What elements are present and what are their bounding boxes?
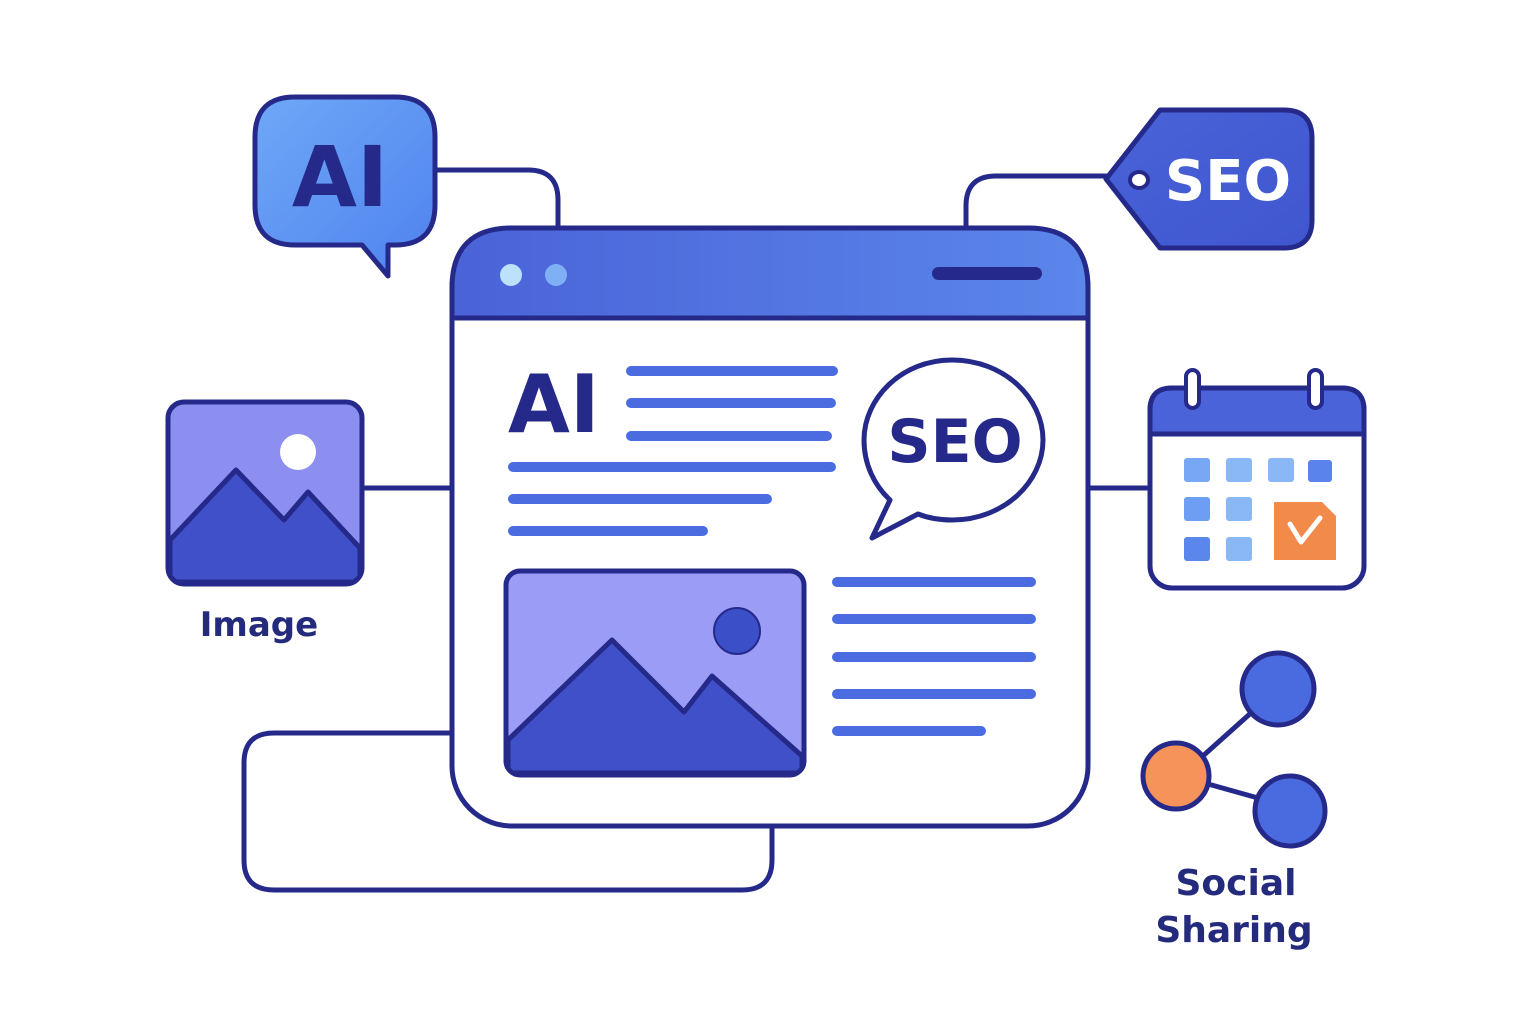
connector-seo-to-window — [963, 173, 1111, 231]
text-line — [626, 398, 836, 408]
mountain-shape — [170, 467, 360, 582]
window-heading: AI — [508, 358, 600, 451]
seo-speech-bubble: SEO — [861, 357, 1046, 541]
connector-ai-to-window — [429, 167, 561, 231]
main-image-frame — [503, 568, 807, 778]
calendar-icon — [1147, 368, 1367, 591]
connector-lines — [241, 167, 1153, 893]
seo-speech-bubble-shape — [861, 357, 1046, 541]
calendar-day — [1268, 458, 1294, 482]
address-bar[interactable] — [932, 267, 1042, 280]
seo-tag-text: SEO — [1165, 149, 1291, 214]
share-node — [1239, 650, 1317, 728]
calendar-day — [1226, 458, 1252, 482]
sun-icon — [713, 607, 761, 655]
browser-window: AI SEO — [449, 225, 1091, 829]
calendar-day — [1184, 497, 1210, 521]
social-sharing-icon: Social Sharing — [1140, 650, 1328, 951]
image-frame — [165, 399, 365, 587]
text-lines-top — [508, 366, 838, 536]
calendar-day — [1184, 458, 1210, 482]
text-line — [832, 726, 986, 736]
calendar-day-highlighted — [1274, 502, 1336, 560]
seo-speech-bubble-text: SEO — [887, 407, 1022, 477]
calendar-grid — [1184, 458, 1336, 561]
text-line — [832, 652, 1036, 662]
text-line — [832, 689, 1036, 699]
social-sharing-label-line1: Social — [1176, 863, 1297, 904]
text-lines-bottom — [832, 577, 1036, 736]
tag-hole-icon — [1128, 170, 1150, 190]
window-dot-icon[interactable] — [545, 264, 567, 286]
text-line — [508, 526, 708, 536]
text-line — [508, 462, 836, 472]
social-sharing-label-line2: Sharing — [1155, 910, 1312, 951]
seo-tag-shape — [1103, 107, 1315, 251]
window-dot-icon[interactable] — [500, 264, 522, 286]
calendar-day — [1226, 537, 1252, 561]
calendar-header — [1147, 385, 1367, 437]
calendar-ring — [1184, 368, 1201, 410]
text-line — [626, 366, 838, 376]
checkmark-icon — [1287, 515, 1323, 545]
mountain-shape — [508, 637, 802, 773]
calendar-ring — [1307, 368, 1324, 410]
main-image — [503, 568, 807, 778]
ai-bubble: AI — [252, 94, 438, 279]
calendar-day — [1184, 537, 1210, 561]
connector-loop-bottom — [241, 730, 775, 893]
ai-bubble-shape — [252, 94, 438, 279]
calendar-day — [1226, 497, 1252, 521]
share-link — [1202, 710, 1254, 757]
share-link — [1207, 781, 1259, 801]
text-line — [626, 431, 832, 441]
ai-bubble-text: AI — [292, 128, 388, 226]
seo-tag: SEO — [1103, 107, 1315, 251]
image-label: Image — [200, 605, 318, 645]
share-node — [1252, 773, 1328, 849]
sun-icon — [280, 434, 316, 470]
text-line — [508, 494, 772, 504]
image-card: Image — [165, 399, 365, 645]
calendar-day — [1308, 460, 1332, 482]
text-line — [832, 577, 1036, 587]
share-node-source — [1140, 740, 1212, 812]
text-line — [832, 614, 1036, 624]
title-bar — [449, 225, 1091, 321]
